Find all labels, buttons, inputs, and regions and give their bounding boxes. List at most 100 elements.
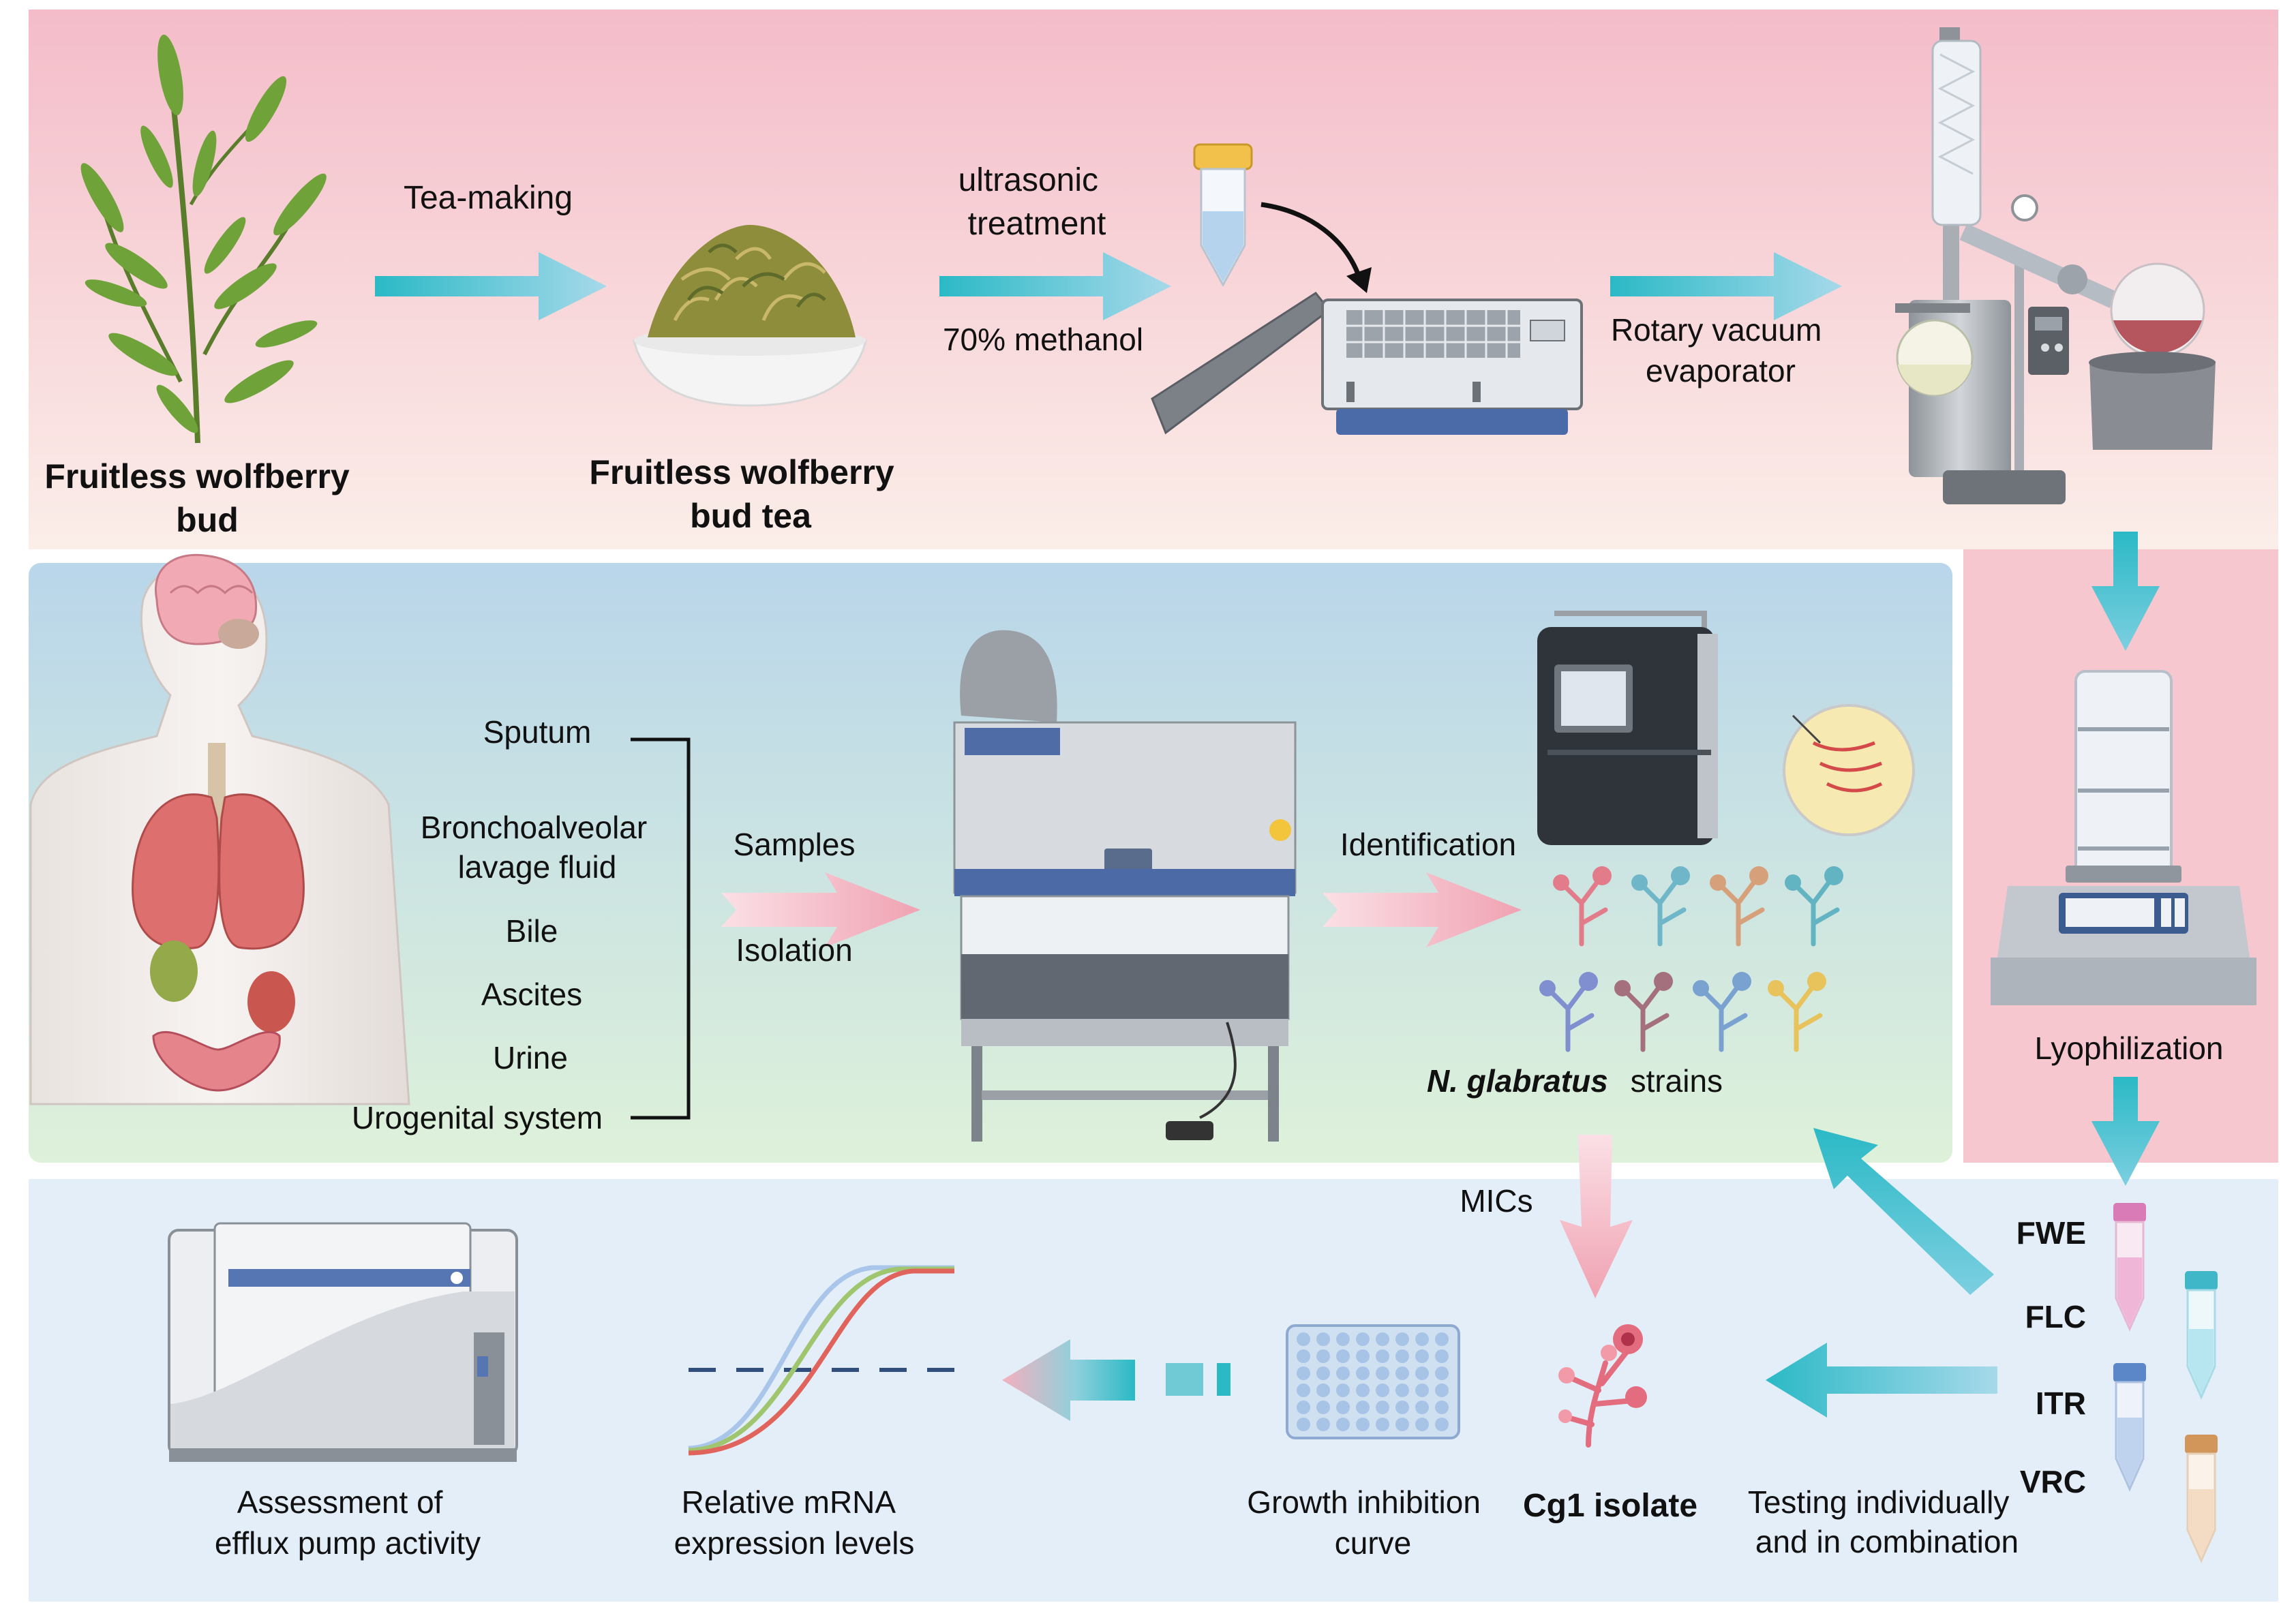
source-bronchoalveolar: Bronchoalveolar xyxy=(421,810,647,845)
arrow-samples-isolation xyxy=(721,872,920,947)
drug-label-itr: ITR xyxy=(2036,1386,2086,1421)
efflux-label: Assessment of efflux pump activity xyxy=(215,1484,481,1561)
source-sputum: Sputum xyxy=(483,714,592,750)
well xyxy=(1435,1418,1449,1431)
well xyxy=(1316,1418,1330,1431)
well xyxy=(1356,1401,1370,1414)
well xyxy=(1336,1418,1350,1431)
top-row-labels: Fruitless wolfberry bud Tea-making Fruit… xyxy=(44,162,1830,539)
well xyxy=(1376,1401,1389,1414)
ultrasonic-bath-icon xyxy=(1151,292,1583,435)
sample-bracket xyxy=(631,737,691,1120)
mrna-label: Relative mRNA expression levels xyxy=(674,1484,915,1561)
well xyxy=(1395,1349,1409,1363)
arrow-ultrasonic xyxy=(939,252,1171,320)
methanol-label: 70% methanol xyxy=(943,322,1143,357)
well xyxy=(1297,1401,1310,1414)
lyophilization-label: Lyophilization xyxy=(2034,1030,2223,1066)
arrow-down-mics xyxy=(1560,1135,1633,1298)
well xyxy=(1316,1349,1330,1363)
tea-making-label: Tea-making xyxy=(404,180,573,216)
well xyxy=(1395,1366,1409,1380)
rotary-evaporator-icon xyxy=(1895,27,2216,504)
drug-label-flc: FLC xyxy=(2025,1299,2086,1334)
well xyxy=(1415,1332,1429,1346)
well xyxy=(1356,1349,1370,1363)
curved-arrow-head xyxy=(1346,267,1372,293)
well xyxy=(1395,1332,1409,1346)
flc-tube-icon xyxy=(2185,1271,2218,1400)
well xyxy=(1316,1366,1330,1380)
well xyxy=(1435,1349,1449,1363)
well xyxy=(1336,1401,1350,1414)
well xyxy=(1376,1384,1389,1397)
plate-reader-icon xyxy=(168,1222,518,1462)
plant-label: Fruitless wolfberry bud xyxy=(44,457,359,539)
drug-tubes xyxy=(2113,1203,2218,1563)
well xyxy=(1395,1384,1409,1397)
arrow-diagonal-to-strains xyxy=(1813,1128,1994,1295)
fwe-tube-icon xyxy=(2113,1203,2146,1332)
well xyxy=(1376,1332,1389,1346)
mics-label: MICs xyxy=(1460,1183,1532,1219)
well xyxy=(1336,1384,1350,1397)
source-ascites: Ascites xyxy=(481,977,582,1012)
source-bile: Bile xyxy=(506,913,558,949)
biosafety-cabinet-icon xyxy=(953,630,1297,1142)
source-urine: Urine xyxy=(493,1040,568,1075)
well xyxy=(1336,1332,1350,1346)
well xyxy=(1376,1418,1389,1431)
itr-tube-icon xyxy=(2113,1363,2146,1492)
arrow-identification xyxy=(1323,872,1522,947)
well xyxy=(1356,1418,1370,1431)
strains-italic: N. glabratus xyxy=(1427,1063,1608,1099)
well xyxy=(1435,1366,1449,1380)
drug-label-fwe: FWE xyxy=(2016,1215,2086,1251)
well xyxy=(1316,1401,1330,1414)
well xyxy=(1336,1366,1350,1380)
well xyxy=(1435,1401,1449,1414)
cg1-isolate-label: Cg1 isolate xyxy=(1523,1488,1697,1524)
isolation-label: Isolation xyxy=(736,932,852,968)
arrow-testing xyxy=(1766,1343,1997,1418)
sample-source-labels: Sputum Bronchoalveolar lavage fluid Bile… xyxy=(352,714,647,1135)
petri-dish-icon xyxy=(1783,704,1915,836)
well xyxy=(1395,1401,1409,1414)
well xyxy=(1356,1332,1370,1346)
well xyxy=(1297,1384,1310,1397)
well xyxy=(1415,1401,1429,1414)
arrow-tea-making xyxy=(375,252,607,320)
well xyxy=(1435,1384,1449,1397)
freeze-dryer-icon xyxy=(1991,670,2256,1005)
source-urogenital: Urogenital system xyxy=(352,1100,603,1135)
well xyxy=(1356,1366,1370,1380)
ultrasonic-label: ultrasonic treatment xyxy=(958,162,1108,242)
arrow-down-drugs xyxy=(2091,1077,2160,1186)
well xyxy=(1376,1366,1389,1380)
identification-label: Identification xyxy=(1340,827,1516,862)
arrow-back-left xyxy=(1002,1339,1230,1421)
well xyxy=(1356,1384,1370,1397)
drug-label-vrc: VRC xyxy=(2020,1464,2086,1499)
well xyxy=(1297,1332,1310,1346)
vrc-tube-icon xyxy=(2185,1435,2218,1563)
well xyxy=(1297,1349,1310,1363)
samples-label: Samples xyxy=(734,827,856,862)
well xyxy=(1415,1384,1429,1397)
growth-curve-label: Growth inhibition curve xyxy=(1247,1484,1489,1561)
rotary-label: Rotary vacuum evaporator xyxy=(1611,312,1830,388)
arrow-down-lyophilization xyxy=(2091,532,2160,651)
well xyxy=(1316,1332,1330,1346)
isolation-labels: Samples Isolation xyxy=(734,827,856,968)
well xyxy=(1415,1349,1429,1363)
tea-label: Fruitless wolfberry bud tea xyxy=(589,453,903,535)
centrifuge-tube-icon xyxy=(1193,143,1253,288)
testing-label: Testing individually and in combination xyxy=(1748,1484,2019,1559)
well xyxy=(1297,1418,1310,1431)
well xyxy=(1376,1349,1389,1363)
human-body-icon xyxy=(29,553,410,1105)
curved-arrow xyxy=(1260,202,1363,281)
well xyxy=(1415,1366,1429,1380)
strains-label: N. glabratus strains xyxy=(1427,1063,1723,1099)
